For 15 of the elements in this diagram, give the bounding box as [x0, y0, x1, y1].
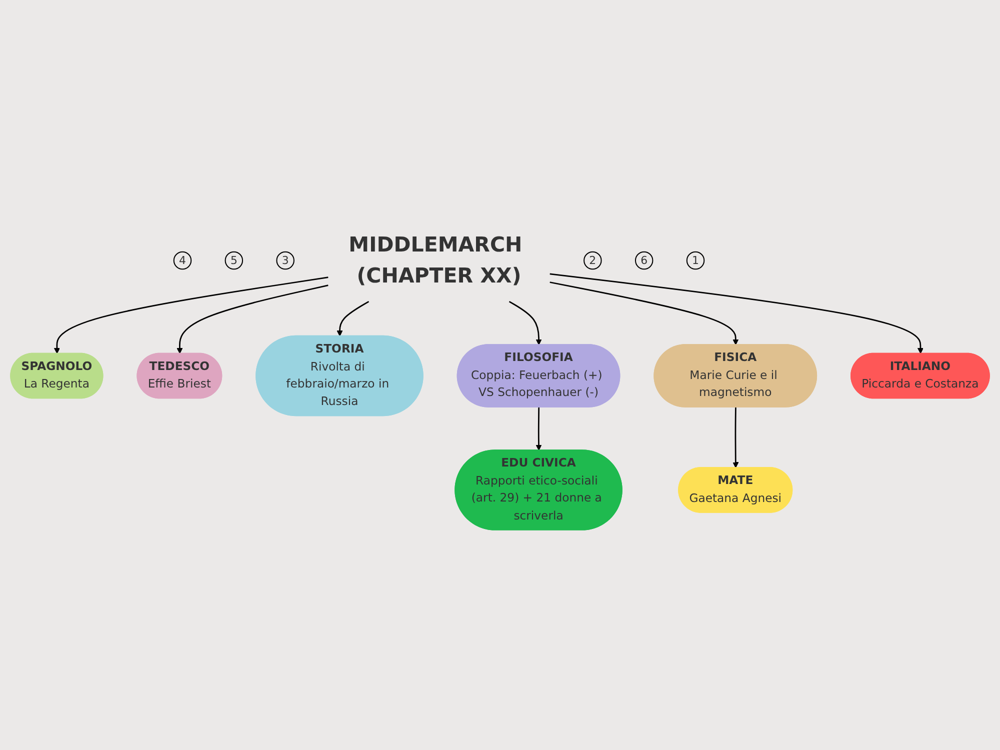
arrow	[732, 408, 739, 468]
node-circle: 3	[276, 252, 294, 270]
arrow	[536, 408, 542, 451]
arrow	[336, 301, 370, 337]
node-circle: 4	[173, 252, 192, 270]
arrow	[550, 282, 739, 346]
arrow	[54, 276, 328, 354]
node-circle: 5	[224, 252, 244, 270]
node-text: MIDDLEMARCH (CHAPTER XX)	[348, 233, 522, 288]
arrow	[176, 284, 328, 354]
arrow	[508, 301, 542, 346]
node-circle: 1	[686, 252, 705, 270]
node-circle: 6	[634, 252, 654, 270]
node-circle: 2	[584, 252, 602, 270]
arrow	[550, 274, 924, 354]
